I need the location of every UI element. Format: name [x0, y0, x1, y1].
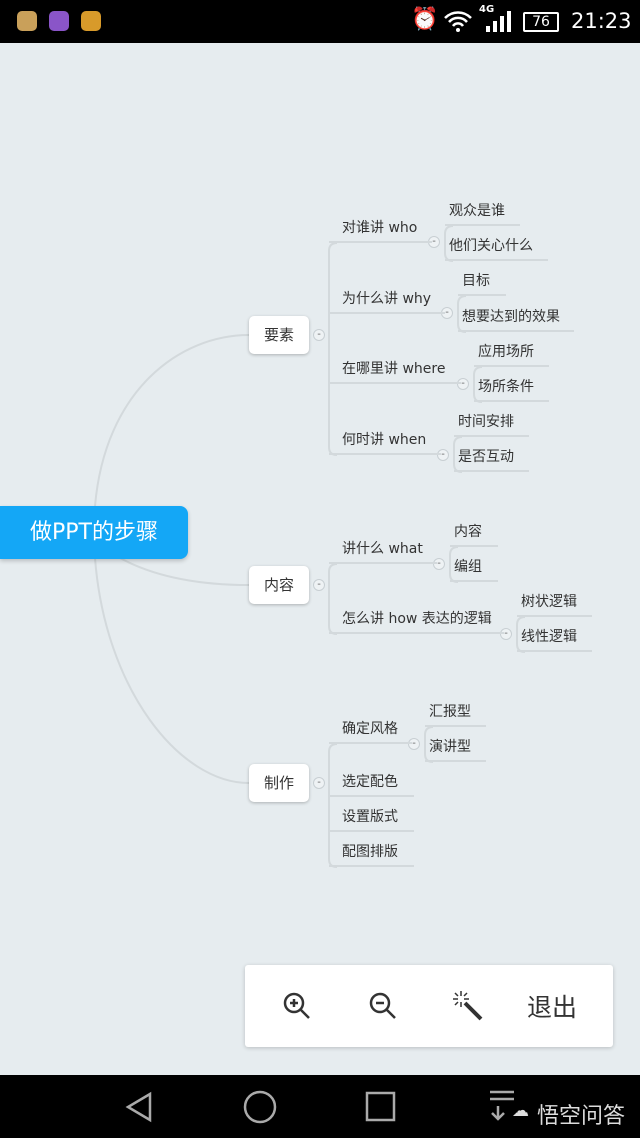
magic-wand-icon	[453, 991, 483, 1021]
topic-production[interactable]: 制作	[249, 764, 309, 802]
network-type: 4G	[479, 4, 495, 15]
subtopic[interactable]: 对谁讲 who	[329, 217, 432, 243]
leaf-topic[interactable]: 线性逻辑	[517, 626, 592, 652]
subtopic[interactable]: 确定风格	[329, 718, 412, 744]
subtopic[interactable]: 为什么讲 why	[329, 288, 445, 314]
recents-icon[interactable]	[365, 1091, 397, 1123]
alarm-icon: ⏰	[411, 7, 439, 32]
subtopic[interactable]: 讲什么 what	[329, 538, 437, 564]
back-icon[interactable]	[124, 1091, 154, 1123]
signal-icon	[486, 11, 511, 32]
collapse-button[interactable]: -	[313, 777, 325, 789]
zoom-in-icon	[283, 992, 310, 1019]
leaf-topic[interactable]: 场所条件	[474, 376, 549, 402]
topic-content[interactable]: 内容	[249, 566, 309, 604]
subtopic[interactable]: 在哪里讲 where	[329, 358, 461, 384]
gallery-app-icon	[49, 11, 69, 31]
zoom-out-button[interactable]	[348, 965, 418, 1047]
subtopic[interactable]: 设置版式	[329, 806, 414, 832]
collapse-button[interactable]: -	[457, 378, 469, 390]
zoom-in-button[interactable]	[262, 965, 332, 1047]
leaf-topic[interactable]: 汇报型	[425, 701, 486, 727]
collapse-button[interactable]: -	[313, 329, 325, 341]
collapse-button[interactable]: -	[500, 628, 512, 640]
status-bar: ⏰ 4G 76 21:23	[0, 0, 640, 43]
wifi-icon	[444, 11, 472, 32]
leaf-topic[interactable]: 内容	[450, 521, 498, 547]
leaf-topic[interactable]: 想要达到的效果	[458, 306, 574, 332]
collapse-button[interactable]: -	[437, 449, 449, 461]
subtopic[interactable]: 何时讲 when	[329, 429, 441, 455]
root-topic[interactable]: 做PPT的步骤	[0, 506, 188, 559]
subtopic[interactable]: 配图排版	[329, 841, 414, 867]
zoom-toolbar: 退出	[245, 965, 613, 1047]
leaf-topic[interactable]: 目标	[458, 270, 506, 296]
watermark-logo-icon: ☁	[512, 1101, 529, 1121]
subtopic[interactable]: 选定配色	[329, 771, 414, 797]
notification-pulldown-icon[interactable]	[488, 1089, 518, 1123]
leaf-topic[interactable]: 他们关心什么	[445, 235, 548, 261]
leaf-topic[interactable]: 观众是谁	[445, 200, 520, 226]
leaf-topic[interactable]: 应用场所	[474, 341, 549, 367]
zoom-out-icon	[369, 992, 396, 1019]
leaf-topic[interactable]: 是否互动	[454, 446, 529, 472]
navigation-bar: ☁ 悟空问答	[0, 1075, 640, 1138]
collapse-button[interactable]: -	[433, 558, 445, 570]
leaf-topic[interactable]: 编组	[450, 556, 498, 582]
home-icon[interactable]	[242, 1089, 278, 1125]
clock: 21:23	[571, 9, 632, 33]
watermark: 悟空问答	[537, 1104, 626, 1129]
collapse-button[interactable]: -	[313, 579, 325, 591]
subtopic[interactable]: 怎么讲 how 表达的逻辑	[329, 608, 504, 634]
leaf-topic[interactable]: 演讲型	[425, 736, 486, 762]
battery-indicator: 76	[523, 12, 559, 32]
app-icon	[81, 11, 101, 31]
collapse-button[interactable]: -	[408, 738, 420, 750]
auto-layout-button[interactable]	[433, 965, 503, 1047]
leaf-topic[interactable]: 时间安排	[454, 411, 529, 437]
leaf-topic[interactable]: 树状逻辑	[517, 591, 592, 617]
topic-elements[interactable]: 要素	[249, 316, 309, 354]
message-app-icon	[17, 11, 37, 31]
exit-button[interactable]: 退出	[526, 993, 577, 1022]
